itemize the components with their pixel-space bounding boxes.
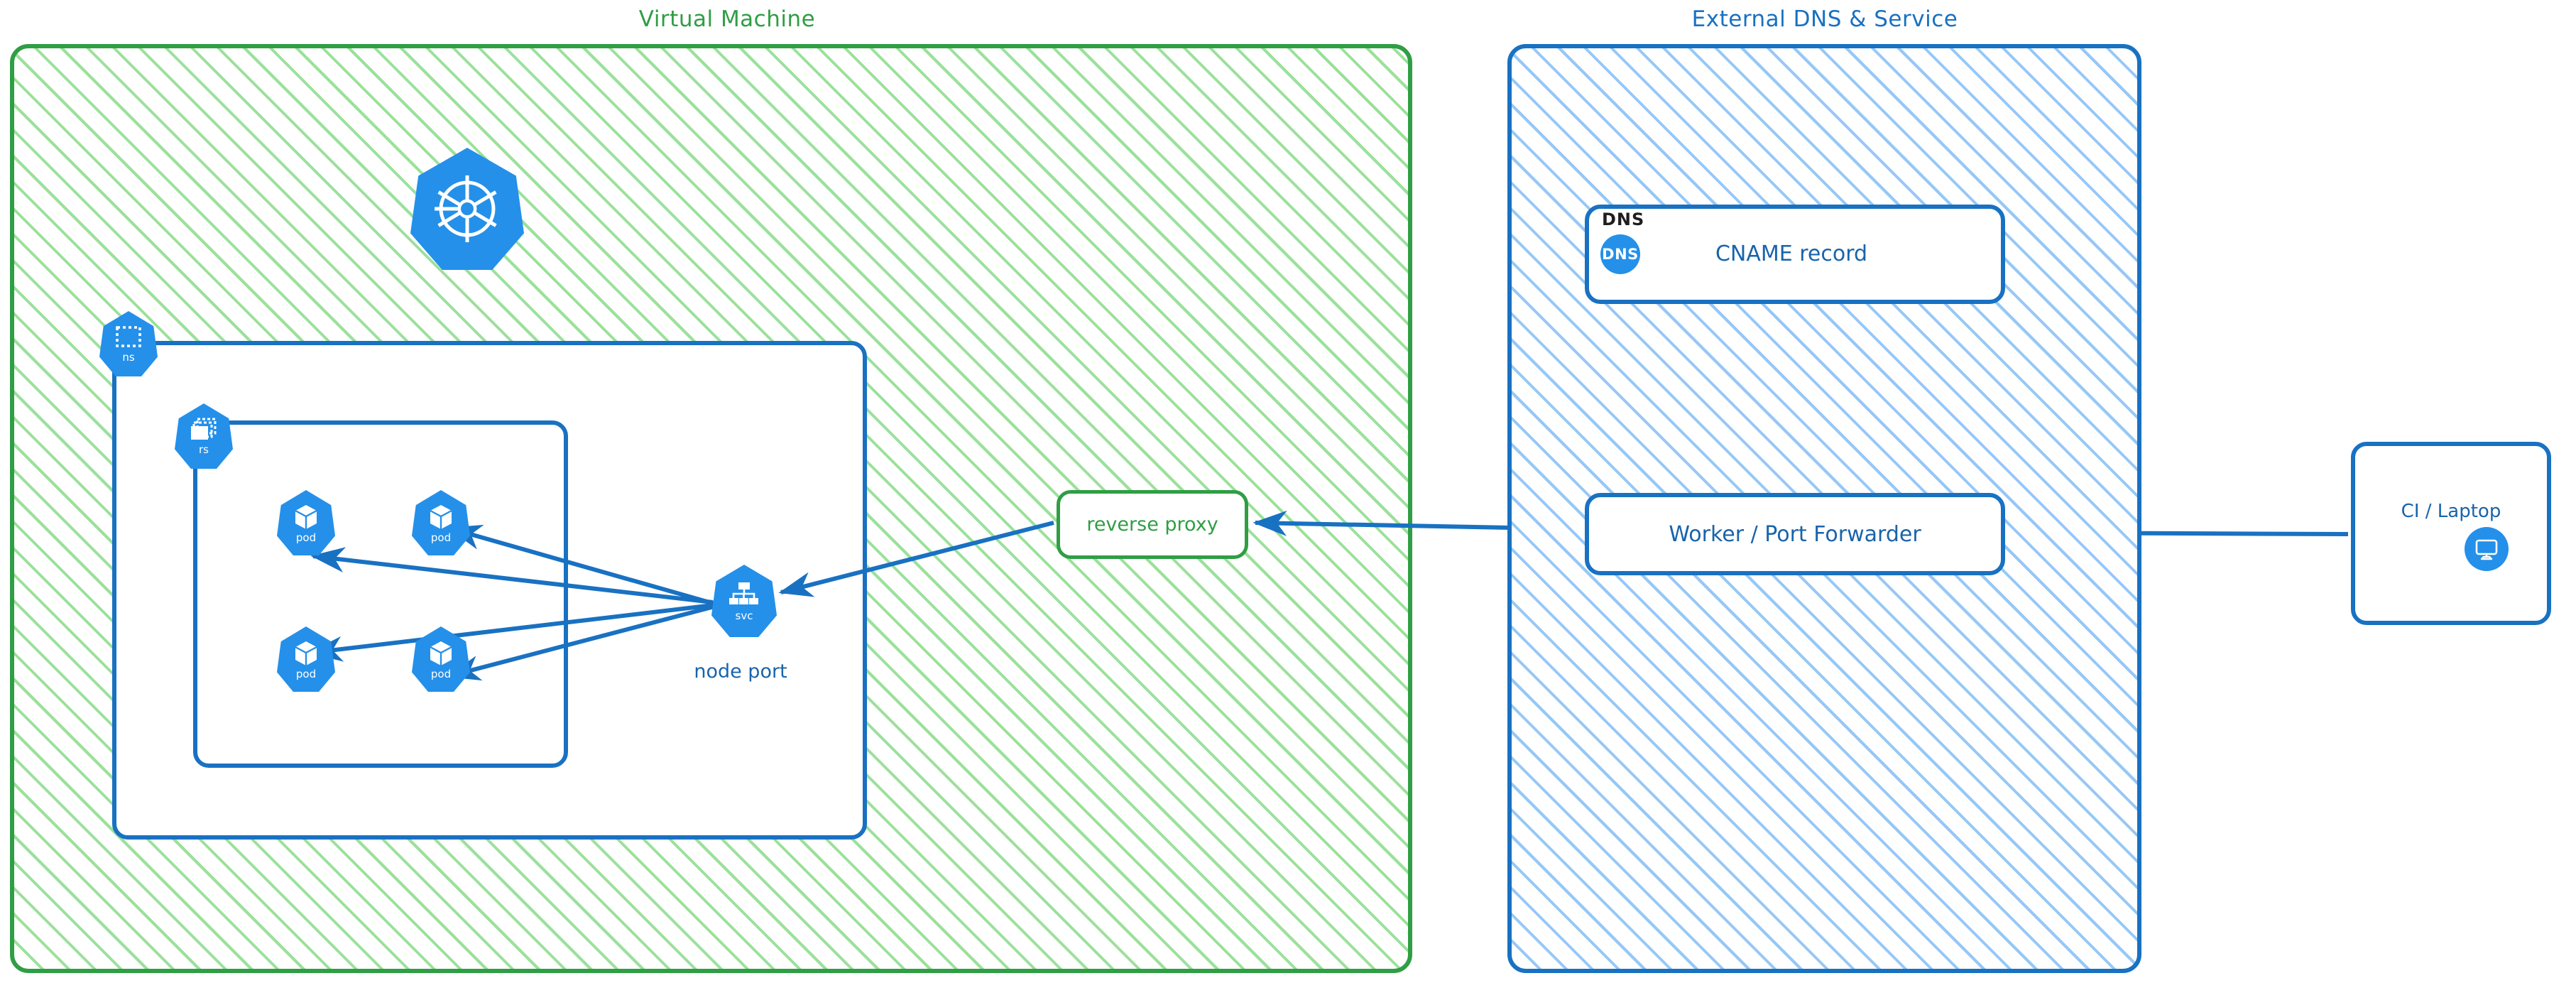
pod-badge-label: pod <box>430 667 452 680</box>
ci-laptop-label: CI / Laptop <box>2401 501 2501 522</box>
dns-card-tag: DNS <box>1602 210 1645 229</box>
service-badge-label: svc <box>735 609 753 622</box>
node-port-label: node port <box>694 661 787 683</box>
ci-laptop-box[interactable] <box>2351 442 2551 625</box>
replicaset-badge-label: rs <box>199 442 209 456</box>
cname-record-label: CNAME record <box>1715 241 1868 266</box>
reverse-proxy-label: reverse proxy <box>1086 514 1218 536</box>
dns-icon-label: DNS <box>1602 246 1639 263</box>
worker-port-forwarder-label: Worker / Port Forwarder <box>1669 521 1921 547</box>
dns-icon: DNS <box>1600 234 1640 274</box>
worker-port-forwarder-card[interactable]: Worker / Port Forwarder <box>1585 493 2005 575</box>
pod-badge-label: pod <box>430 531 452 544</box>
vm-group-title: Virtual Machine <box>638 6 816 32</box>
dns-card[interactable] <box>1585 205 2005 304</box>
reverse-proxy-box[interactable]: reverse proxy <box>1057 490 1248 559</box>
replicaset-container <box>193 420 568 768</box>
namespace-badge-label: ns <box>122 350 135 364</box>
pod-badge-label: pod <box>295 667 317 680</box>
monitor-icon <box>2465 527 2509 571</box>
external-group-title: External DNS & Service <box>1691 6 1958 32</box>
pod-badge-label: pod <box>295 531 317 544</box>
